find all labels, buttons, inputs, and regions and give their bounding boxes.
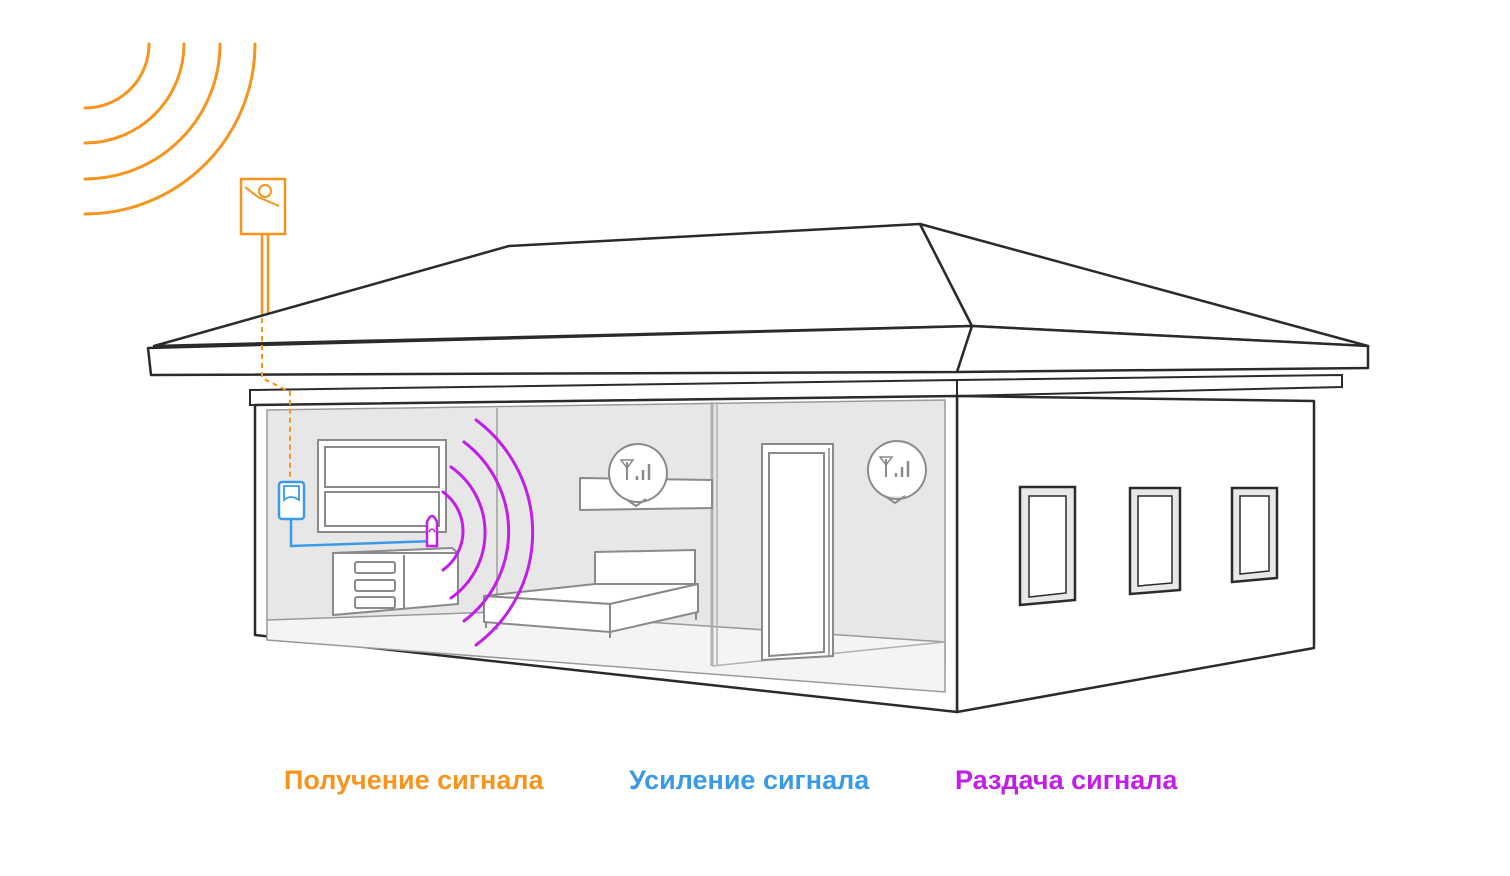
dresser [332, 546, 459, 617]
exterior-window [1230, 486, 1279, 584]
incoming-cable [261, 318, 291, 482]
signal-bubble-icon [607, 443, 668, 508]
indoor-signal-waves [441, 418, 535, 647]
roof [146, 222, 1370, 377]
indoor-antenna-icon [425, 514, 439, 548]
exterior-wall [955, 394, 1316, 714]
internal-cable [289, 519, 436, 548]
legend-amplify-signal: Усиление сигнала [629, 765, 870, 795]
outdoor-antenna-icon [239, 177, 287, 318]
bed [483, 549, 699, 638]
repeater-icon [277, 480, 306, 521]
legend-receive-signal: Получение сигнала [284, 765, 544, 795]
legend-distribute-signal: Раздача сигнала [955, 765, 1178, 795]
signal-bubble-icon [866, 440, 927, 505]
exterior-window [1018, 485, 1077, 607]
exterior-window [1128, 486, 1182, 596]
interior-window [317, 439, 447, 533]
interior-door [761, 443, 834, 662]
outdoor-signal-waves [83, 42, 257, 216]
